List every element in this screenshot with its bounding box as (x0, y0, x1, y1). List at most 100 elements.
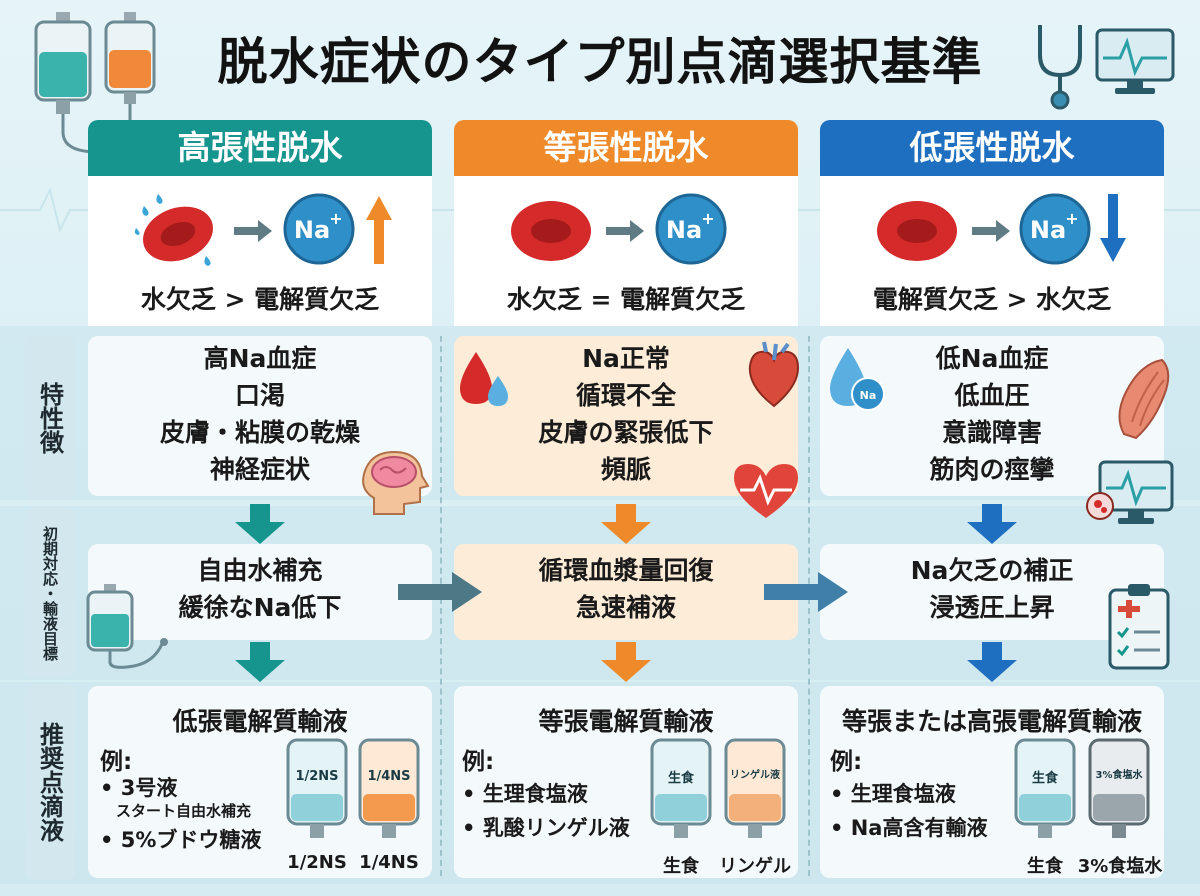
mechanism-panel-isotonic: Na + 水欠乏 = 電解質欠乏 (454, 176, 798, 326)
recommended-title: 低張電解質輸液 (172, 707, 348, 736)
feature-item: 高Na血症 (203, 344, 317, 373)
example-label: 例: (462, 749, 495, 775)
arrow-down-icon (601, 504, 651, 544)
na-label: Na (666, 216, 702, 244)
svg-text:+: + (1065, 209, 1078, 228)
bag-label: 生食 (668, 770, 695, 786)
bag-label: 1/4NS (367, 769, 410, 784)
svg-text:+: + (701, 209, 714, 228)
target-panel-hypotonic: Na欠乏の補正 浸透圧上昇 (820, 544, 1164, 640)
feature-item: 頻脈 (600, 455, 651, 484)
muscle-icon (1118, 358, 1170, 440)
iv-bag-hypertonic-saline-icon: 3%食塩水 (1088, 738, 1150, 838)
ratio-text: 電解質欠乏 > 水欠乏 (872, 285, 1112, 314)
bag-label: リンゲル液 (730, 768, 780, 781)
feature-item: 意識障害 (941, 418, 1042, 447)
example-item: • 乳酸リンゲル液 (462, 816, 630, 840)
arrow-down-icon (235, 504, 285, 544)
column-header-isotonic: 等張性脱水 (454, 120, 798, 176)
arrow-right-icon (234, 220, 272, 242)
arrow-right-icon (606, 220, 644, 242)
page-title: 脱水症状のタイプ別点滴選択基準 (217, 33, 983, 91)
iv-bag-saline-icon: 生食 (1014, 738, 1076, 838)
brain-icon (362, 450, 430, 515)
na-label: Na (294, 216, 330, 244)
recommended-title: 等張または高張電解質輸液 (841, 707, 1142, 736)
target-item: 循環血漿量回復 (538, 556, 714, 585)
arrow-right-icon (972, 220, 1010, 242)
target-item: 緩徐なNa低下 (178, 593, 342, 622)
bag-caption: リンゲル (719, 856, 791, 877)
bag-caption: 生食 (663, 856, 699, 877)
sodium-ion-icon: Na + (655, 193, 727, 265)
example-item: • 生理食塩液 (830, 782, 956, 806)
arrow-down-icon (235, 642, 285, 682)
row-label-features: 特性徴 (25, 336, 75, 500)
example-note: スタート自由水補充 (116, 802, 252, 820)
arrow-right-large-icon (764, 572, 848, 612)
water-drop-na-icon: Na (830, 348, 885, 411)
example-item: • Na高含有輸液 (830, 816, 988, 840)
column-header-hypotonic: 低張性脱水 (820, 120, 1164, 176)
iv-bag-saline-icon: 生食 (650, 738, 712, 838)
example-label: 例: (830, 749, 863, 775)
sodium-ion-icon: Na + (1019, 193, 1091, 265)
example-label: 例: (100, 749, 133, 775)
target-panel-hypertonic: 自由水補充 緩徐なNa低下 (88, 544, 432, 640)
svg-text:+: + (329, 209, 342, 228)
target-panel-isotonic: 循環血漿量回復 急速補液 (454, 544, 798, 640)
iv-bag-icon (34, 12, 98, 154)
recommended-title: 等張電解質輸液 (538, 707, 714, 736)
arrow-down-icon (967, 504, 1017, 544)
feature-item: 皮膚・粘膜の乾燥 (159, 418, 360, 447)
example-item: • 生理食塩液 (462, 782, 588, 806)
feature-item: 皮膚の緊張低下 (538, 418, 714, 447)
arrow-up-icon (366, 196, 392, 264)
target-item: 浸透圧上昇 (929, 593, 1055, 622)
target-item: Na欠乏の補正 (910, 556, 1074, 585)
bag-label: 3%食塩水 (1096, 768, 1144, 781)
monitor-icon (1086, 460, 1174, 524)
sodium-ion-icon: Na + (283, 193, 355, 265)
arrow-down-icon (601, 642, 651, 682)
target-item: 自由水補充 (197, 556, 323, 585)
feature-item: 低Na血症 (935, 344, 1049, 373)
bag-caption: 3%食塩水 (1077, 856, 1163, 877)
blood-drop-icon (460, 352, 508, 406)
feature-item: 低血圧 (954, 381, 1030, 410)
heart-organ-icon (748, 341, 800, 408)
column-header-hypertonic: 高張性脱水 (88, 120, 432, 176)
iv-bag-half-ns-icon: 1/2NS (286, 738, 348, 838)
arrow-down-small-icon (1100, 194, 1126, 262)
red-blood-cell-icon (134, 194, 213, 266)
mechanism-panel-hypotonic: Na + 電解質欠乏 > 水欠乏 (820, 176, 1164, 326)
clipboard-icon (1108, 584, 1170, 670)
bag-caption: 1/4NS (359, 852, 419, 873)
iv-bag-icon (86, 584, 168, 669)
feature-item: 口渇 (234, 381, 285, 410)
ratio-text: 水欠乏 = 電解質欠乏 (506, 285, 746, 314)
feature-item: 神経症状 (209, 455, 310, 484)
bag-caption: 生食 (1027, 856, 1063, 877)
feature-item: Na正常 (582, 344, 670, 373)
feature-item: 筋肉の痙攣 (929, 455, 1055, 484)
feature-item: 循環不全 (575, 381, 676, 410)
heart-pulse-icon (734, 464, 798, 518)
red-blood-cell-icon (877, 201, 957, 261)
arrow-down-icon (967, 642, 1017, 682)
example-item: • 5%ブドウ糖液 (100, 828, 262, 852)
target-item: 急速補液 (575, 593, 676, 622)
na-small-label: Na (860, 389, 877, 402)
bag-label: 生食 (1032, 770, 1059, 786)
ratio-text: 水欠乏 > 電解質欠乏 (140, 285, 380, 314)
iv-bag-icon (104, 12, 156, 122)
iv-bag-ringer-icon: リンゲル液 (724, 738, 786, 838)
iv-bag-quarter-ns-icon: 1/4NS (358, 738, 420, 838)
mechanism-panel-hypertonic: Na + 水欠乏 > 電解質欠乏 (88, 176, 432, 326)
bag-label: 1/2NS (295, 769, 338, 784)
na-label: Na (1030, 216, 1066, 244)
example-item: • 3号液 (100, 776, 178, 800)
arrow-right-large-icon (398, 572, 482, 612)
column-divider (808, 336, 810, 876)
monitor-icon (1095, 28, 1175, 94)
